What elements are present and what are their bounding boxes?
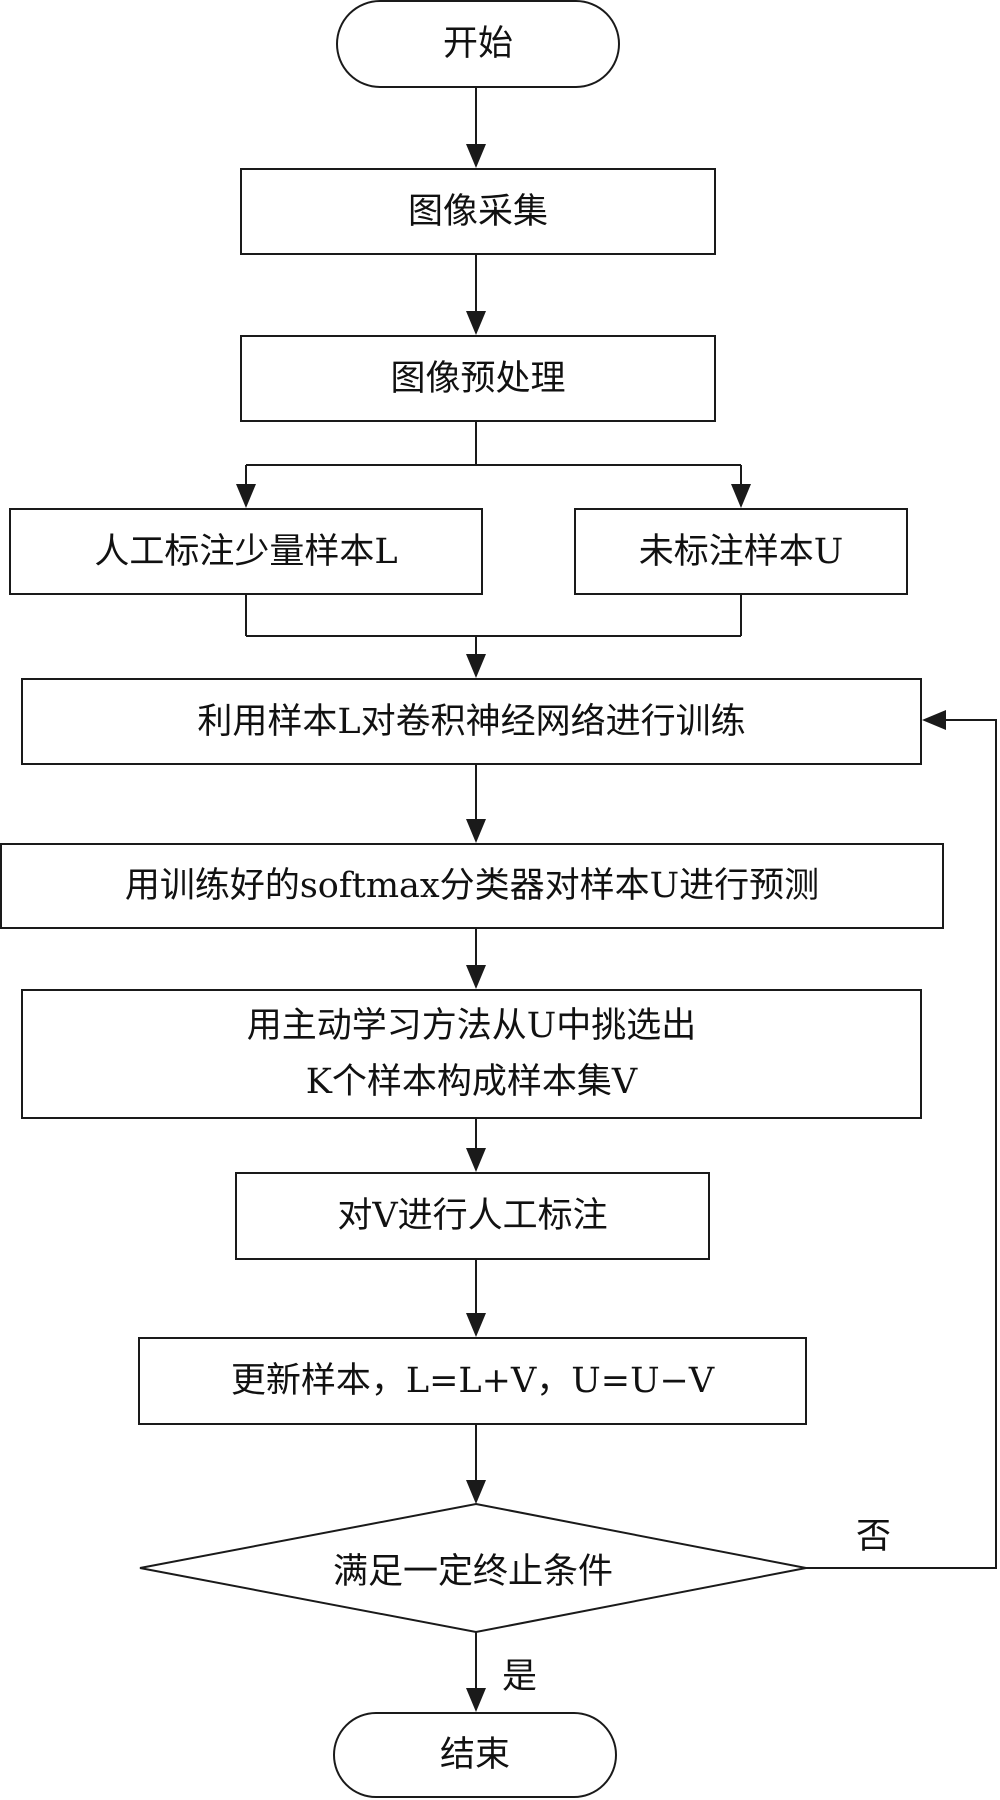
arrow-head: [466, 654, 486, 678]
update-samples-label: 更新样本，L=L+V，U=U−V: [230, 1361, 715, 1401]
unlabeled-samples-label: 未标注样本U: [638, 531, 844, 572]
arrow-head: [731, 484, 751, 508]
arrow-head: [466, 1480, 486, 1504]
image-preprocess-box: 图像预处理: [240, 335, 716, 422]
condition-label: 满足一定终止条件: [332, 1551, 613, 1592]
select-samples-line2: K个样本构成样本集V: [305, 1062, 638, 1102]
end-label: 结束: [439, 1735, 510, 1775]
arrow-head: [466, 144, 486, 168]
annotate-v-box: 对V进行人工标注: [235, 1172, 710, 1260]
arrow-head: [236, 484, 256, 508]
end-node: 结束: [333, 1712, 617, 1798]
update-samples-box: 更新样本，L=L+V，U=U−V: [138, 1337, 807, 1425]
predict-box: 用训练好的softmax分类器对样本U进行预测: [0, 843, 944, 929]
arrow-head: [466, 819, 486, 843]
annotate-v-label: 对V进行人工标注: [337, 1196, 608, 1236]
arrow-head: [466, 311, 486, 335]
condition-label-wrap: 满足一定终止条件: [140, 1504, 806, 1632]
connector-loop-back: [806, 719, 997, 1569]
image-capture-box: 图像采集: [240, 168, 716, 255]
arrow-head: [466, 1688, 486, 1712]
unlabeled-samples-box: 未标注样本U: [574, 508, 908, 595]
start-node: 开始: [336, 0, 620, 88]
arrow-head: [466, 965, 486, 989]
arrow-head: [466, 1148, 486, 1172]
predict-label: 用训练好的softmax分类器对样本U进行预测: [124, 866, 820, 906]
no-label: 否: [856, 1517, 892, 1557]
start-label: 开始: [442, 24, 513, 64]
train-cnn-label: 利用样本L对卷积神经网络进行训练: [197, 701, 746, 742]
yes-label: 是: [502, 1657, 538, 1697]
train-cnn-box: 利用样本L对卷积神经网络进行训练: [21, 678, 922, 765]
arrow-head: [466, 1313, 486, 1337]
label-few-samples-box: 人工标注少量样本L: [9, 508, 483, 595]
image-preprocess-label: 图像预处理: [390, 358, 566, 399]
select-samples-line1: 用主动学习方法从U中挑选出: [246, 1006, 697, 1046]
label-few-samples-label: 人工标注少量样本L: [94, 531, 398, 572]
select-samples-box: 用主动学习方法从U中挑选出 K个样本构成样本集V: [21, 989, 922, 1119]
image-capture-label: 图像采集: [407, 191, 548, 232]
arrow-head: [922, 710, 946, 730]
